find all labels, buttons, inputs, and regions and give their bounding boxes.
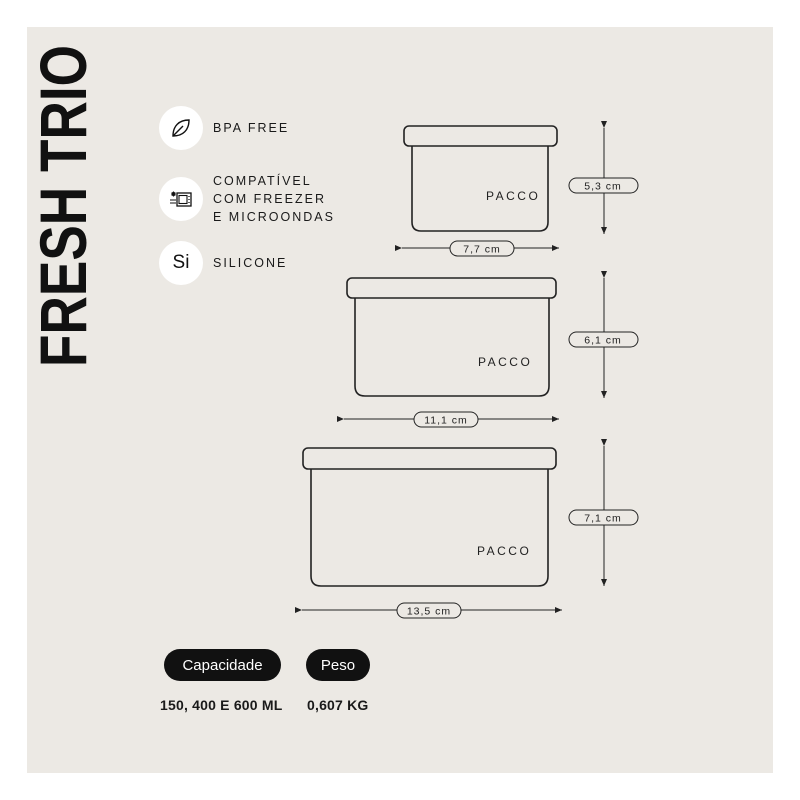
silicone-symbol: Si: [172, 252, 190, 273]
dimension-label: 5,3 cm: [584, 181, 622, 193]
container-medium: PACCO: [346, 277, 557, 397]
feature-bpa-free: BPA FREE: [159, 106, 289, 150]
feature-label: SILICONE: [213, 256, 288, 270]
microwave-freezer-icon: [159, 177, 203, 221]
dimension-width-medium: 11,1 cm: [337, 411, 559, 428]
weight-label-pill: Peso: [306, 649, 370, 681]
dimension-width-large: 13,5 cm: [295, 602, 562, 619]
leaf-icon: [159, 106, 203, 150]
dimension-label: 13,5 cm: [407, 606, 451, 618]
feature-silicone: Si SILICONE: [159, 241, 287, 285]
dimension-height-small: 5,3 cm: [568, 121, 639, 234]
product-title: FRESH TRIO: [26, 45, 100, 367]
product-title-text: FRESH TRIO: [26, 45, 100, 367]
capacity-value: 150, 400 E 600 ML: [160, 697, 283, 713]
feature-freezer-microwave: COMPATÍVEL COM FREEZER E MICROONDAS: [159, 172, 335, 226]
product-panel: [27, 27, 773, 773]
silicone-icon: Si: [159, 241, 203, 285]
weight-value: 0,607 KG: [307, 697, 369, 713]
container-brand: PACCO: [478, 355, 532, 369]
dimension-label: 7,1 cm: [584, 513, 622, 525]
dimension-height-medium: 6,1 cm: [568, 271, 639, 398]
feature-label: BPA FREE: [213, 121, 290, 135]
dimension-height-large: 7,1 cm: [568, 439, 639, 586]
dimension-label: 11,1 cm: [424, 415, 468, 427]
dimension-width-small: 7,7 cm: [395, 240, 559, 257]
container-large: PACCO: [302, 447, 557, 587]
feature-label: COMPATÍVEL COM FREEZER E MICROONDAS: [213, 174, 335, 224]
dimension-label: 7,7 cm: [463, 244, 501, 256]
dimension-label: 6,1 cm: [584, 335, 622, 347]
container-brand: PACCO: [477, 544, 531, 558]
container-brand: PACCO: [486, 189, 540, 203]
capacity-label-pill: Capacidade: [164, 649, 281, 681]
container-small: PACCO: [403, 125, 558, 232]
